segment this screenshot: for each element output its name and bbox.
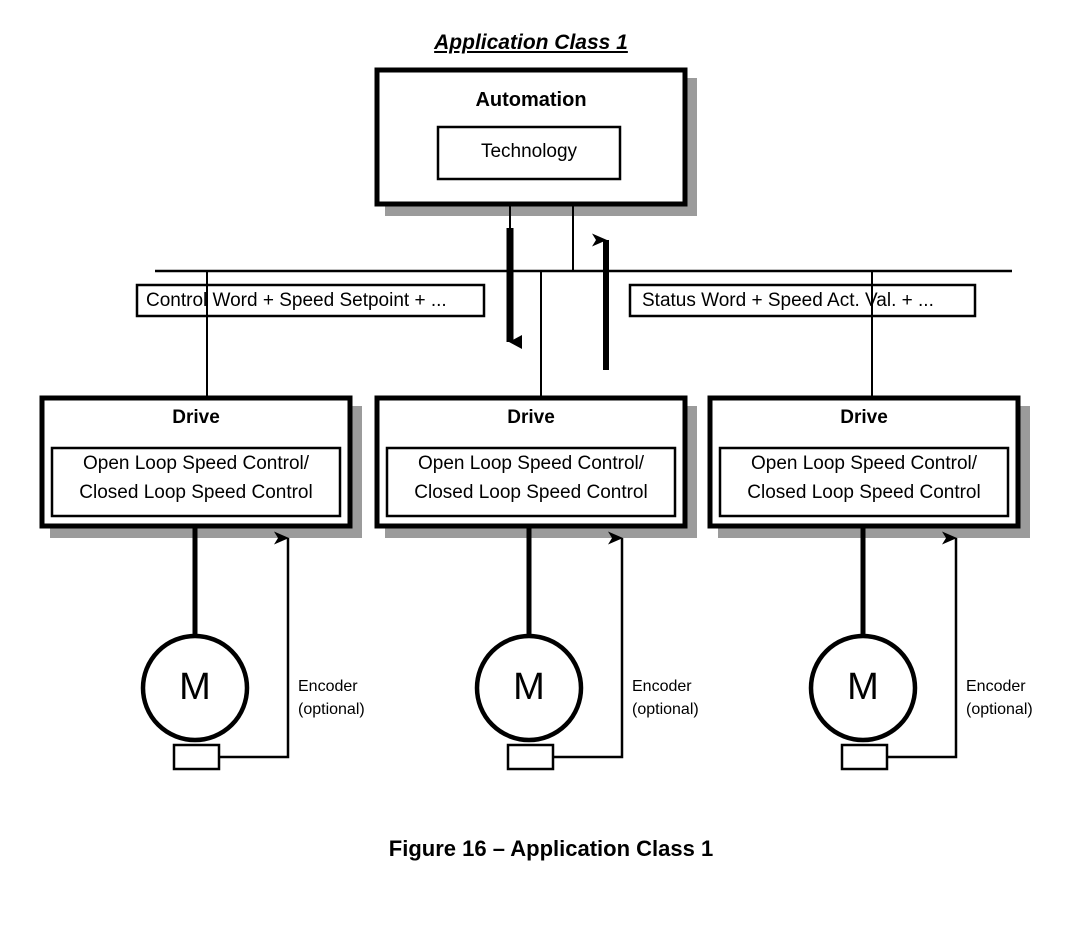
encoder-box-1 [172,743,221,771]
figure-title: Application Class 1 [434,31,628,54]
drive-control-line-3a: Open Loop Speed Control/ [750,453,978,474]
automation-heading: Automation [475,89,587,111]
drive-control-line-1a: Open Loop Speed Control/ [82,453,310,474]
encoder-feedback-path-1 [219,531,290,759]
encoder-box-3 [840,743,889,771]
drive-control-line-1b: Closed Loop Speed Control [79,482,313,503]
drive-control-box-1 [50,446,342,518]
upstream-label: Status Word + Speed Act. Val. + ... [642,290,934,311]
motor-circle-2 [474,633,584,743]
downstream-label-box [135,283,486,318]
drive-heading-3: Drive [840,407,888,428]
encoder-label-1b: (optional) [298,701,365,718]
technology-box [436,125,622,181]
drive-control-box-2 [385,446,677,518]
drive-control-box-3 [718,446,1010,518]
drive-control-line-3b: Closed Loop Speed Control [747,482,981,503]
encoder-label-3b: (optional) [966,701,1033,718]
encoder-label-2b: (optional) [632,701,699,718]
encoder-label-2a: Encoder [632,678,692,695]
figure-caption: Figure 16 – Application Class 1 [388,836,714,861]
encoder-feedback-path-2 [553,531,624,759]
motor-letter-1: M [179,666,211,708]
motor-circle-3 [808,633,918,743]
motor-letter-3: M [847,666,879,708]
motor-letter-2: M [513,666,545,708]
drive-heading-2: Drive [507,407,555,428]
upstream-label-box [628,283,977,318]
drive-control-line-2a: Open Loop Speed Control/ [417,453,645,474]
encoder-label-3a: Encoder [966,678,1026,695]
technology-label: Technology [480,141,578,162]
encoder-box-2 [506,743,555,771]
drive-control-line-2b: Closed Loop Speed Control [414,482,648,503]
downstream-label: Control Word + Speed Setpoint + ... [146,290,447,311]
encoder-label-1a: Encoder [298,678,358,695]
encoder-feedback-path-3 [887,531,958,759]
motor-circle-1 [140,633,250,743]
drive-heading-1: Drive [172,407,220,428]
